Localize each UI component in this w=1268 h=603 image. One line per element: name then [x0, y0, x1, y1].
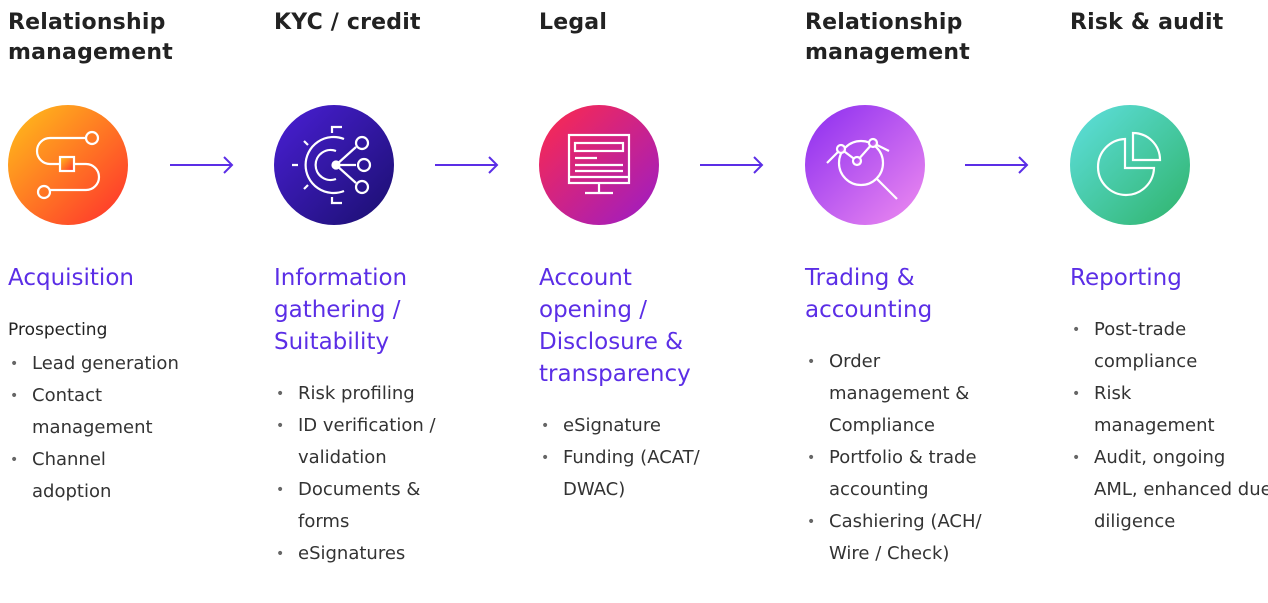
workflow-path-icon [8, 105, 128, 225]
stage-bullets: Post-trade compliance Risk management Au… [1070, 314, 1268, 538]
gear-network-icon [274, 105, 394, 225]
stage-bullets: Order management & Compliance Portfolio … [805, 346, 1015, 570]
list-item: Channel adoption [8, 444, 142, 508]
step-heading: Relationship management [8, 10, 173, 65]
list-item: Risk profiling [274, 378, 474, 410]
stage-bullets: Lead generation Contact management Chann… [8, 348, 218, 508]
stage-title: Information gathering / Suitability [274, 265, 408, 355]
stage-subheading: Prospecting [8, 320, 108, 340]
arrow-right-icon [170, 153, 236, 177]
list-item: Documents & forms [274, 474, 458, 538]
arrow-right-icon [700, 153, 766, 177]
list-item: eSignatures [274, 538, 474, 570]
monitor-document-icon [539, 105, 659, 225]
list-item: Risk management [1070, 378, 1244, 442]
stage-title: Trading & accounting [805, 265, 933, 323]
list-item: Portfolio & trade accounting [805, 442, 1029, 506]
list-item: Lead generation [8, 348, 218, 380]
step-heading: KYC / credit [274, 10, 421, 35]
step-heading: Legal [539, 10, 608, 35]
list-item: ID verification / validation [274, 410, 478, 474]
arrow-right-icon [435, 153, 501, 177]
list-item: Order management & Compliance [805, 346, 999, 442]
chart-magnifier-icon [805, 105, 925, 225]
list-item: eSignature [539, 410, 759, 442]
stage-bullets: eSignature Funding (ACAT/ DWAC) [539, 410, 759, 506]
stage-title: Reporting [1070, 265, 1182, 291]
list-item: Audit, ongoing AML, enhanced due diligen… [1070, 442, 1268, 538]
pie-chart-icon [1070, 105, 1190, 225]
list-item: Cashiering (ACH/ Wire / Check) [805, 506, 989, 570]
arrow-right-icon [965, 153, 1031, 177]
stage-title: Account opening / Disclosure & transpare… [539, 265, 691, 387]
list-item: Funding (ACAT/ DWAC) [539, 442, 733, 506]
stage-bullets: Risk profiling ID verification / validat… [274, 378, 474, 570]
list-item: Post-trade compliance [1070, 314, 1244, 378]
stage-title: Acquisition [8, 265, 134, 291]
step-heading: Relationship management [805, 10, 970, 65]
list-item: Contact management [8, 380, 182, 444]
step-heading: Risk & audit [1070, 10, 1224, 35]
